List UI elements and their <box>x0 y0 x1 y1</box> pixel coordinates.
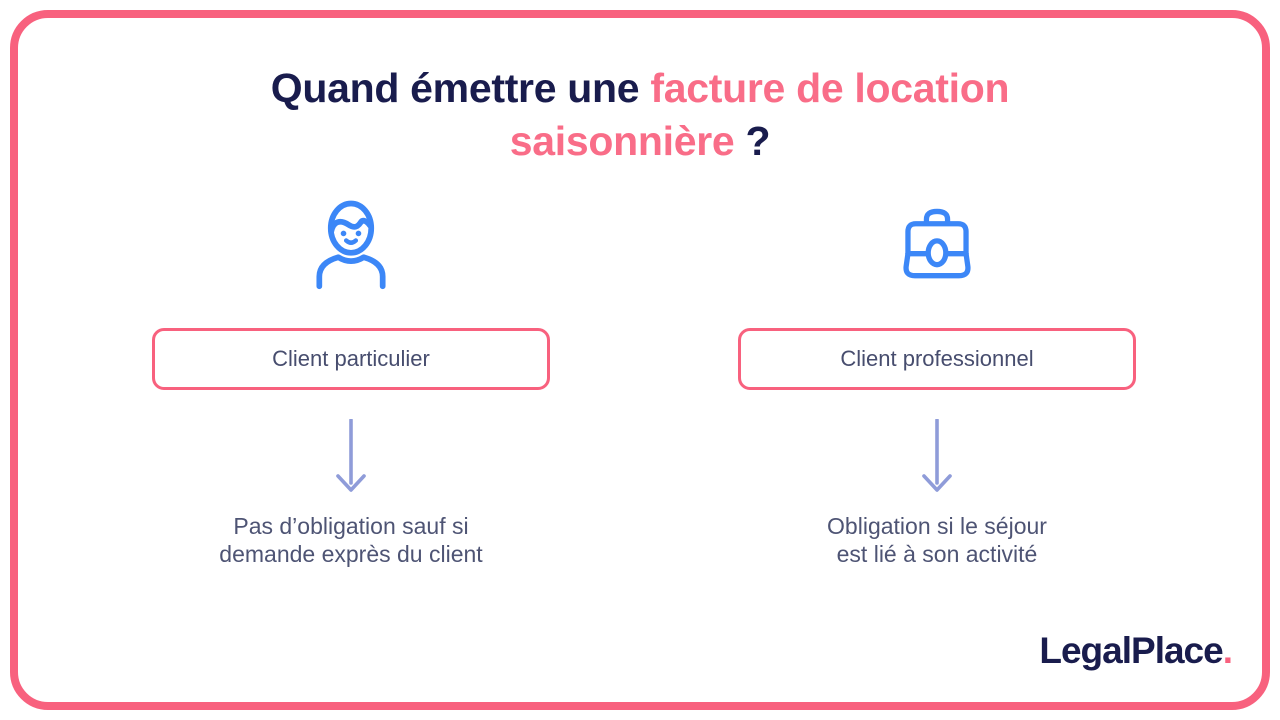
description-line: Pas d’obligation sauf si <box>233 513 469 539</box>
title-segment-pink: facture de location saisonnière <box>509 65 1010 164</box>
title-segment-navy-1: Quand émettre une <box>270 65 651 111</box>
client-professionnel-box: Client professionnel <box>738 328 1136 390</box>
client-professionnel-description: Obligation si le séjour est lié à son ac… <box>708 512 1166 568</box>
down-arrow-icon <box>922 418 952 498</box>
legalplace-logo: LegalPlace. <box>1039 630 1233 672</box>
logo-dot: . <box>1222 630 1233 671</box>
description-line: Obligation si le séjour <box>827 513 1047 539</box>
down-arrow-icon <box>336 418 366 498</box>
column-client-professionnel: Client professionnel Obligation si le sé… <box>738 0 1136 720</box>
page-title: Quand émettre une facture de location sa… <box>190 62 1090 168</box>
person-icon <box>307 198 395 290</box>
briefcase-icon <box>893 204 981 284</box>
description-line: demande exprès du client <box>219 541 483 567</box>
client-particulier-label: Client particulier <box>272 346 430 371</box>
logo-text: LegalPlace <box>1039 630 1223 671</box>
client-particulier-box: Client particulier <box>152 328 550 390</box>
title-segment-navy-2: ? <box>734 118 771 164</box>
column-client-particulier: Client particulier Pas d’obligation sauf… <box>152 0 550 720</box>
description-line: est lié à son activité <box>836 541 1038 567</box>
client-particulier-description: Pas d’obligation sauf si demande exprès … <box>122 512 580 568</box>
client-professionnel-label: Client professionnel <box>840 346 1034 371</box>
